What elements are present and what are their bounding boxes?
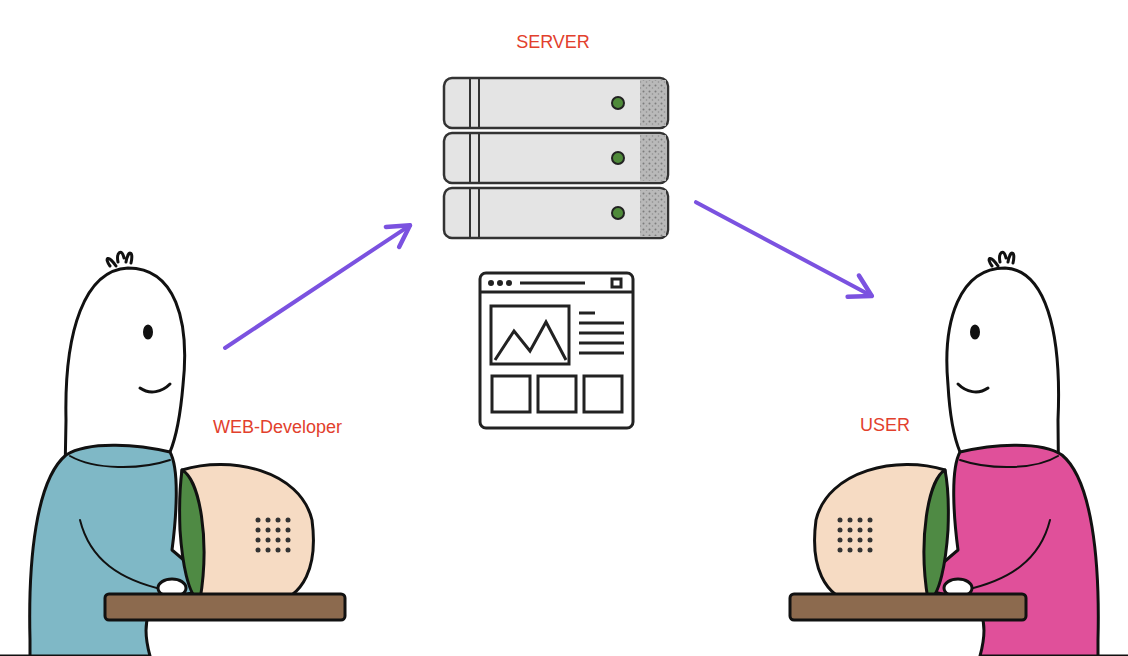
webpage-icon [480, 273, 633, 428]
flow-arrow [696, 202, 872, 296]
user-figure [790, 252, 1128, 656]
server-node: SERVER [410, 30, 696, 240]
flow-arrow [225, 225, 410, 348]
user-node: USER [830, 296, 940, 438]
node-label: USER [856, 413, 914, 438]
server-stack [444, 78, 668, 238]
developer-node: WEB-Developer [190, 348, 365, 440]
node-label: WEB-Developer [209, 415, 346, 440]
node-label: SERVER [512, 30, 594, 55]
developer-figure [0, 252, 345, 656]
